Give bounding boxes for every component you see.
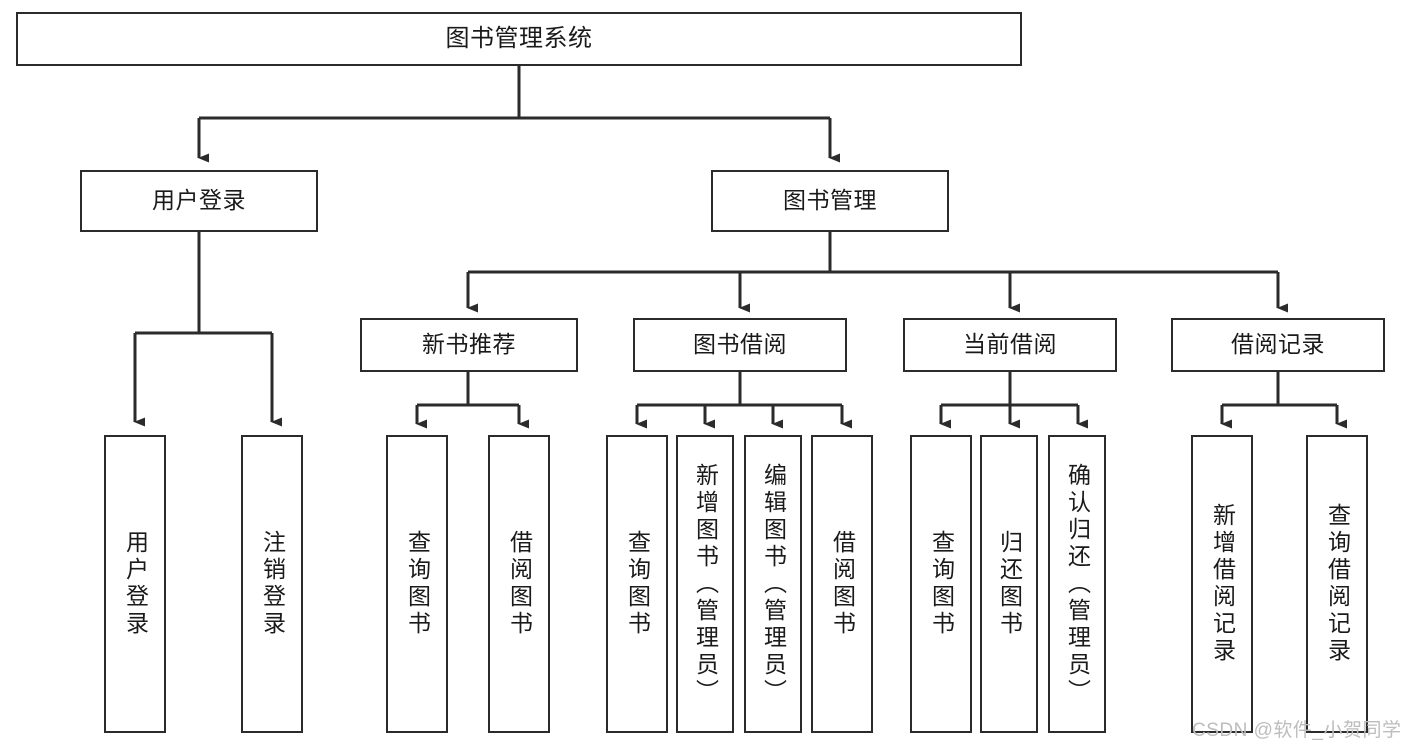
leaf-borrow-book-recommend[interactable]: 借阅图书 [488,435,550,733]
connector-userlogin-to-leaves [133,232,282,427]
node-label-book-borrow: 图书借阅 [693,331,787,358]
leaf-label-confirm-return: 确认归还（管理员） [1064,462,1091,706]
leaf-label-borrow-book: 借阅图书 [829,530,856,638]
leaf-edit-book[interactable]: 编辑图书（管理员） [744,435,802,733]
leaf-label-user-login: 用户登录 [122,530,149,638]
leaf-query-borrow-record[interactable]: 查询借阅记录 [1306,435,1368,733]
connector-currentborrow-to-leaves [939,372,1088,429]
node-current-borrow[interactable]: 当前借阅 [903,318,1117,372]
node-root-book-management-system[interactable]: 图书管理系统 [16,12,1022,66]
node-new-book-recommend[interactable]: 新书推荐 [360,318,578,372]
leaf-return-book[interactable]: 归还图书 [980,435,1038,733]
node-label-root: 图书管理系统 [445,24,593,52]
node-book-management[interactable]: 图书管理 [711,170,949,232]
leaf-logout-login[interactable]: 注销登录 [241,435,303,733]
connector-borrowrecord-to-leaves [1220,372,1347,429]
leaf-label-query-book-recommend: 查询图书 [404,530,431,638]
leaf-label-add-book: 新增图书（管理员） [692,462,719,706]
node-book-borrow[interactable]: 图书借阅 [633,318,847,372]
connector-bookborrow-to-leaves [635,372,852,429]
leaf-add-borrow-record[interactable]: 新增借阅记录 [1191,435,1253,733]
leaf-query-book-recommend[interactable]: 查询图书 [386,435,448,733]
leaf-query-book-borrow[interactable]: 查询图书 [606,435,668,733]
leaf-label-edit-book: 编辑图书（管理员） [760,462,787,706]
leaf-label-query-book-borrow: 查询图书 [624,530,651,638]
node-label-new-book-recommend: 新书推荐 [422,331,516,358]
connector-root-to-level2 [197,66,840,163]
node-label-current-borrow: 当前借阅 [963,331,1057,358]
leaf-label-logout-login: 注销登录 [259,530,286,638]
leaf-label-query-borrow-record: 查询借阅记录 [1324,503,1351,665]
connector-newbook-to-leaves [415,372,529,429]
connector-bookmgmt-to-level3 [466,232,1288,313]
node-user-login[interactable]: 用户登录 [80,170,318,232]
leaf-label-borrow-book-recommend: 借阅图书 [506,530,533,638]
leaf-query-book-current[interactable]: 查询图书 [910,435,972,733]
node-label-borrow-record: 借阅记录 [1231,331,1325,358]
node-label-book-management: 图书管理 [783,187,877,214]
leaf-add-book[interactable]: 新增图书（管理员） [676,435,734,733]
leaf-label-query-book-current: 查询图书 [928,530,955,638]
leaf-user-login[interactable]: 用户登录 [104,435,166,733]
leaf-label-add-borrow-record: 新增借阅记录 [1209,503,1236,665]
leaf-label-return-book: 归还图书 [996,530,1023,638]
leaf-borrow-book[interactable]: 借阅图书 [811,435,873,733]
node-label-user-login: 用户登录 [152,187,246,214]
leaf-confirm-return[interactable]: 确认归还（管理员） [1048,435,1106,733]
node-borrow-record[interactable]: 借阅记录 [1171,318,1385,372]
